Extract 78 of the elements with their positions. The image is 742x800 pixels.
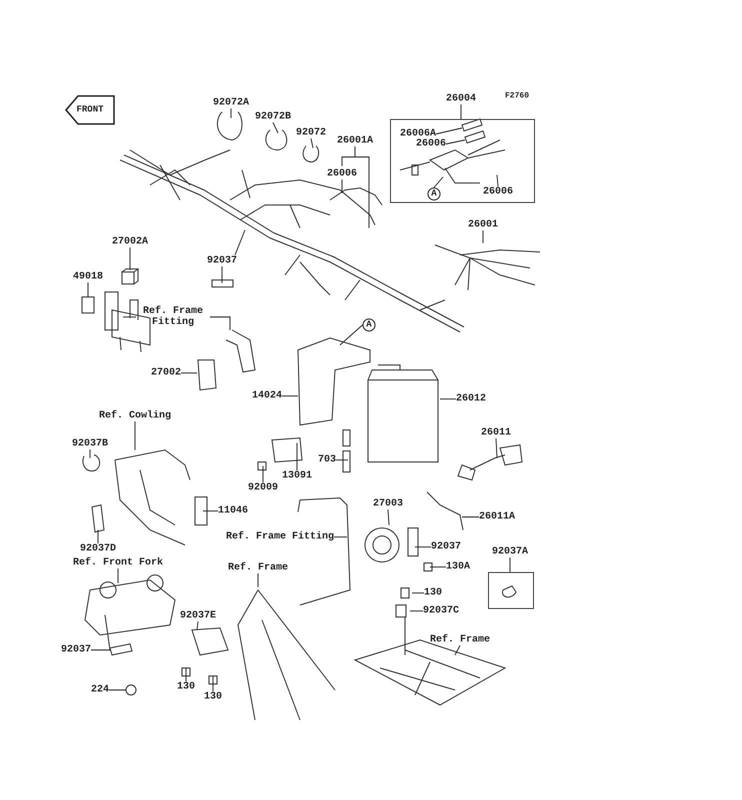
leader-line xyxy=(180,372,198,374)
inset-frame xyxy=(488,572,534,609)
part-number: 92009 xyxy=(248,482,278,494)
part-number: 703 xyxy=(318,454,336,466)
leader-line xyxy=(310,138,314,148)
part-number: 49018 xyxy=(73,272,103,282)
inset-frame xyxy=(390,119,535,203)
part-number: 130A xyxy=(446,562,470,572)
leader-line xyxy=(436,128,462,134)
part-number: 26011A xyxy=(479,512,515,522)
reference-note: Ref. Frame xyxy=(430,634,490,646)
leader-line xyxy=(212,676,214,692)
reference-note: Ref. Frame xyxy=(228,562,288,574)
leader-line xyxy=(334,536,348,538)
part-number: 26006A xyxy=(400,128,436,140)
leader-line xyxy=(496,438,498,458)
leader-line xyxy=(434,176,444,188)
part-number: 92072 xyxy=(296,128,326,138)
part-number: 92037D xyxy=(80,544,116,554)
relay-drawing xyxy=(121,268,139,285)
part-number: 92037C xyxy=(423,606,459,616)
leader-line xyxy=(342,146,370,228)
part-number: 26001 xyxy=(468,220,498,230)
leader-line xyxy=(210,316,230,330)
part-number: 26006 xyxy=(327,168,357,180)
part-number: 92072A xyxy=(213,98,249,108)
reference-note: Ref. Frame Fitting xyxy=(226,532,334,542)
leader-line xyxy=(482,230,484,244)
part-number: 130 xyxy=(204,692,222,702)
leader-line xyxy=(430,566,446,568)
leader-line xyxy=(446,140,466,144)
part-number: 92037 xyxy=(431,542,461,552)
part-number: 92037 xyxy=(207,256,237,266)
leader-line xyxy=(262,466,264,483)
part-number: 14024 xyxy=(252,390,282,402)
leader-line xyxy=(202,510,218,512)
reference-circle: A xyxy=(362,318,376,332)
part-number: 26012 xyxy=(456,394,486,404)
leader-line xyxy=(230,108,232,118)
leader-line xyxy=(122,316,136,318)
leader-line xyxy=(296,442,298,471)
part-number: 130 xyxy=(177,682,195,692)
part-number: 92037E xyxy=(180,610,216,622)
reference-circle: A xyxy=(428,188,440,200)
part-number: 130 xyxy=(424,588,442,598)
leader-line xyxy=(414,546,432,548)
part-number: 27002 xyxy=(151,368,181,378)
reference-note: Ref. Frame Fitting xyxy=(136,306,210,328)
part-number: 224 xyxy=(91,684,109,696)
figure-number: F2760 xyxy=(505,90,529,102)
part-number: 26011 xyxy=(481,428,511,438)
leader-line xyxy=(412,592,424,594)
part-number: 92037B xyxy=(72,438,108,450)
part-number: 26006 xyxy=(416,138,446,150)
direction-text: FRONT xyxy=(76,104,104,116)
leader-line xyxy=(134,421,136,450)
leader-line xyxy=(272,122,278,134)
part-number: 26004 xyxy=(446,94,476,104)
leader-line xyxy=(340,324,363,346)
part-number: 27003 xyxy=(373,498,403,510)
part-number: 11046 xyxy=(218,506,248,516)
leader-line xyxy=(462,516,480,518)
part-number: 27002A xyxy=(112,236,148,248)
leader-line xyxy=(440,398,456,400)
part-number: 26001A xyxy=(337,136,373,146)
part-number: 92072B xyxy=(255,112,291,122)
leader-line xyxy=(454,645,460,656)
part-number: 13091 xyxy=(282,470,312,482)
leader-line xyxy=(496,174,498,187)
reference-note: Ref. Cowling xyxy=(99,410,171,422)
leader-line xyxy=(388,509,390,526)
part-number: 92037A xyxy=(492,546,528,558)
part-number: 26006 xyxy=(483,186,513,198)
leader-line xyxy=(196,621,198,630)
part-number: 92037 xyxy=(61,644,91,656)
reference-note: Ref. Front Fork xyxy=(73,558,163,568)
leader-line xyxy=(410,610,424,612)
leader-line xyxy=(460,104,462,120)
